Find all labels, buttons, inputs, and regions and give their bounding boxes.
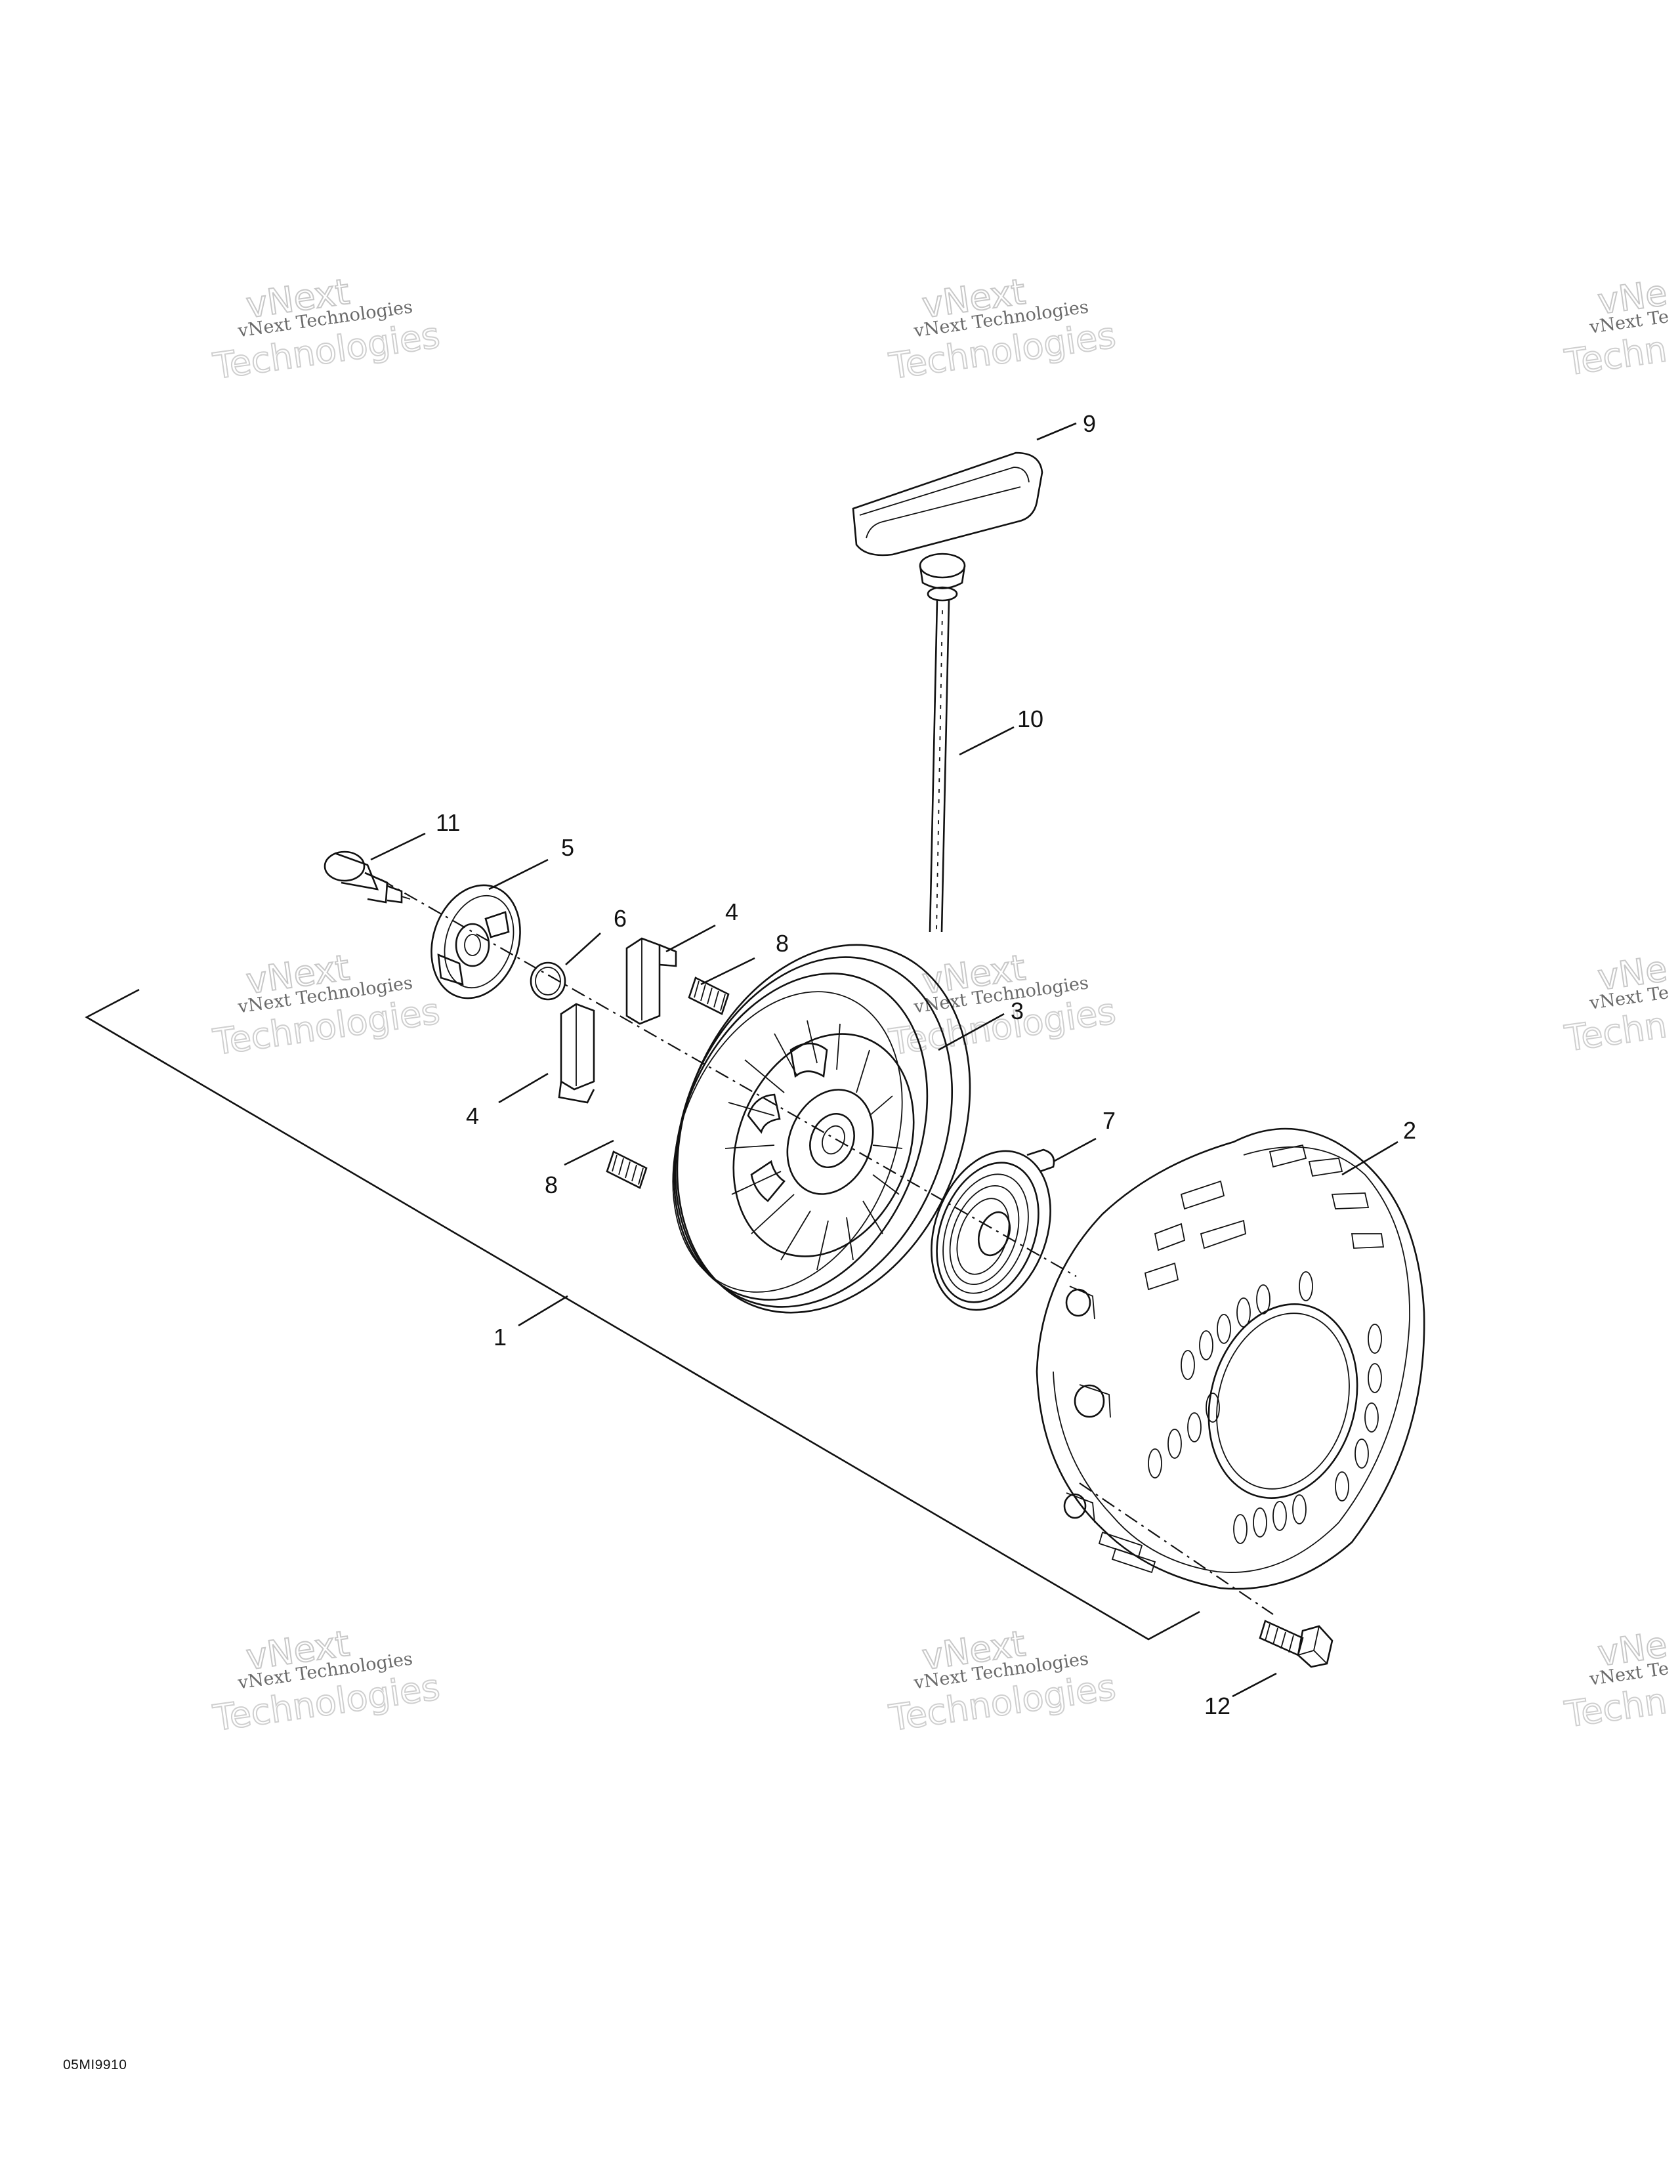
circlip (530, 961, 566, 1001)
ratchet-plate (430, 884, 521, 999)
callout-3: 3 (1011, 998, 1024, 1024)
callout-8-upper: 8 (776, 930, 789, 957)
recoil-spring (931, 1148, 1055, 1311)
svg-text:vNe: vNe (1595, 948, 1670, 998)
watermark-7: vNext Technologies vNext Technologies (210, 1622, 443, 1740)
watermark-3: vNe Techn vNext Te (1561, 271, 1670, 384)
callout-2: 2 (1403, 1117, 1416, 1144)
spring-lower (606, 1150, 648, 1189)
callout-6: 6 (614, 905, 627, 932)
starter-rope (929, 600, 950, 933)
callout-7: 7 (1102, 1107, 1116, 1134)
watermark-4: vNext Technologies vNext Technologies (210, 946, 443, 1064)
rope-pulley (672, 944, 971, 1314)
watermark-1: vNext Technologies vNext Technologies (210, 270, 443, 388)
watermark-9: vNe Techn vNext Te (1561, 1623, 1670, 1736)
pivot-bolt (324, 850, 411, 904)
watermark-5: vNext Technologies vNext Technologies (886, 946, 1119, 1064)
watermark-8: vNext Technologies vNext Technologies (886, 1622, 1119, 1740)
callout-11: 11 (436, 809, 460, 836)
starter-housing (1036, 1127, 1425, 1590)
callout-8-lower: 8 (545, 1171, 558, 1198)
callout-5: 5 (561, 834, 574, 861)
assembly-bracket (85, 988, 1200, 1641)
callout-1: 1 (494, 1324, 507, 1351)
svg-text:vNe: vNe (1595, 272, 1670, 322)
callout-labels: 9 10 11 5 6 4 8 3 4 8 7 2 1 12 (436, 410, 1416, 1719)
svg-text:vNe: vNe (1595, 1624, 1670, 1674)
center-axis (380, 879, 1274, 1615)
pawl-upper (625, 937, 677, 1025)
svg-text:Techn: Techn (1562, 328, 1669, 383)
watermark-2: vNext Technologies vNext Technologies (886, 270, 1119, 388)
callout-4-lower: 4 (466, 1102, 479, 1129)
pawl-lower (558, 1003, 595, 1104)
callout-12: 12 (1204, 1692, 1230, 1719)
callout-4-upper: 4 (725, 898, 738, 925)
svg-text:Techn: Techn (1562, 1680, 1669, 1735)
leader-lines (370, 422, 1398, 1698)
callout-9: 9 (1083, 410, 1096, 437)
document-code: 05MI9910 (63, 2057, 127, 2072)
t-handle (852, 452, 1043, 602)
callout-10: 10 (1017, 705, 1043, 732)
svg-text:Techn: Techn (1562, 1004, 1669, 1059)
watermark-6: vNe Techn vNext Te (1561, 947, 1670, 1060)
flange-bolt (1259, 1620, 1334, 1668)
spring-upper (688, 976, 730, 1015)
